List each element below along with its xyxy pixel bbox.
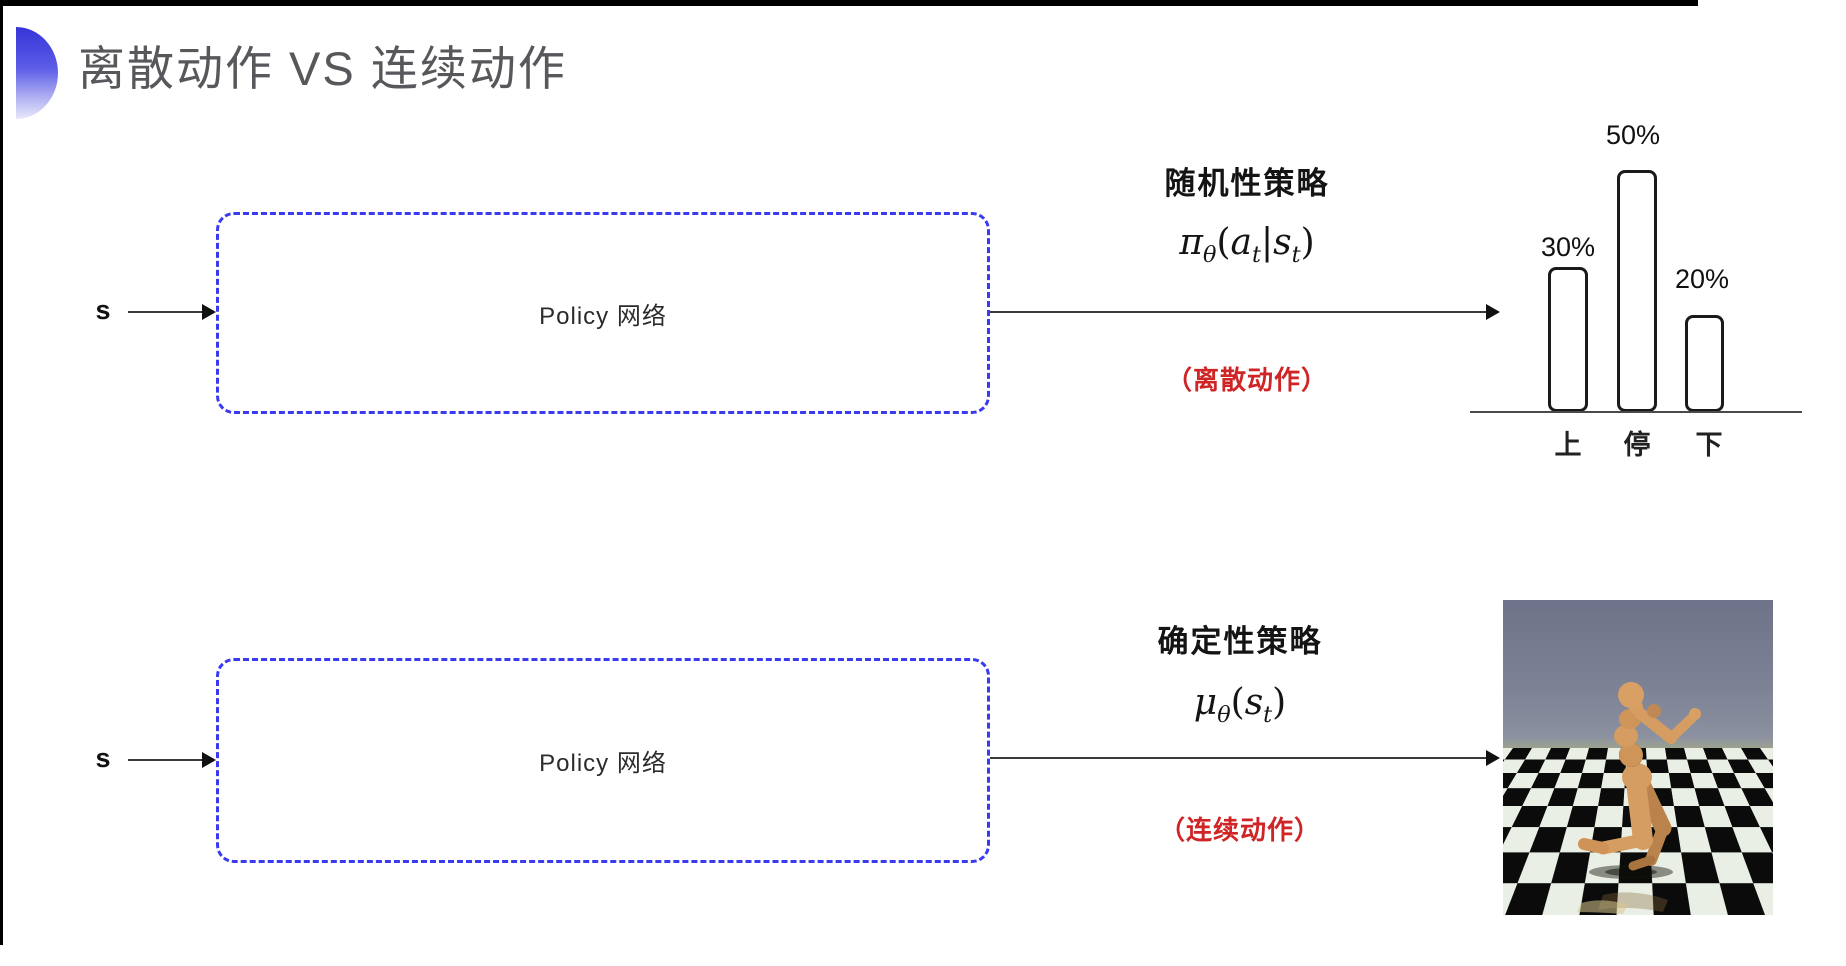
policy-network-label-bottom: Policy 网络 (539, 743, 667, 778)
bar-stop (1617, 170, 1657, 412)
discrete-action-note: （离散动作） (1037, 360, 1457, 397)
arrow-box-to-output-top (990, 311, 1488, 313)
arrow-s-to-box-top (128, 311, 204, 313)
title-accent-shape (16, 27, 58, 119)
chart-baseline (1470, 411, 1802, 413)
bar-category-label: 停 (1607, 423, 1667, 462)
arrowhead-icon (202, 752, 216, 768)
bar-value-label: 30% (1523, 232, 1613, 263)
bar-category-label: 下 (1679, 423, 1739, 462)
deterministic-policy-formula: μθ(st) (1030, 682, 1450, 728)
arrowhead-icon (1486, 750, 1500, 766)
state-input-label-top: s (86, 295, 120, 326)
page-title: 离散动作 VS 连续动作 (78, 30, 567, 99)
state-input-label-bottom: s (86, 743, 120, 774)
bar-value-label: 50% (1588, 120, 1678, 151)
arrow-s-to-box-bottom (128, 759, 204, 761)
bar-category-label: 上 (1538, 423, 1598, 462)
policy-network-label-top: Policy 网络 (539, 296, 667, 331)
top-border-strip (0, 0, 1698, 6)
continuous-action-note: （连续动作） (1030, 810, 1450, 847)
mujoco-humanoid-image (1503, 600, 1773, 915)
bar-up (1548, 267, 1588, 412)
bar-down (1685, 315, 1724, 412)
policy-network-box-top: Policy 网络 (216, 212, 990, 414)
policy-network-box-bottom: Policy 网络 (216, 658, 990, 863)
stochastic-policy-formula: πθ(at|st) (1037, 222, 1457, 268)
arrowhead-icon (202, 304, 216, 320)
action-probability-bar-chart: 30% 50% 20% 上 停 下 (1470, 120, 1802, 412)
sim-humanoid-figure (1503, 600, 1773, 915)
arrow-box-to-output-bottom (990, 757, 1488, 759)
stochastic-policy-title: 随机性策略 (1037, 158, 1457, 203)
bar-value-label: 20% (1657, 264, 1747, 295)
deterministic-policy-title: 确定性策略 (1030, 616, 1450, 661)
left-border-line (0, 0, 3, 945)
